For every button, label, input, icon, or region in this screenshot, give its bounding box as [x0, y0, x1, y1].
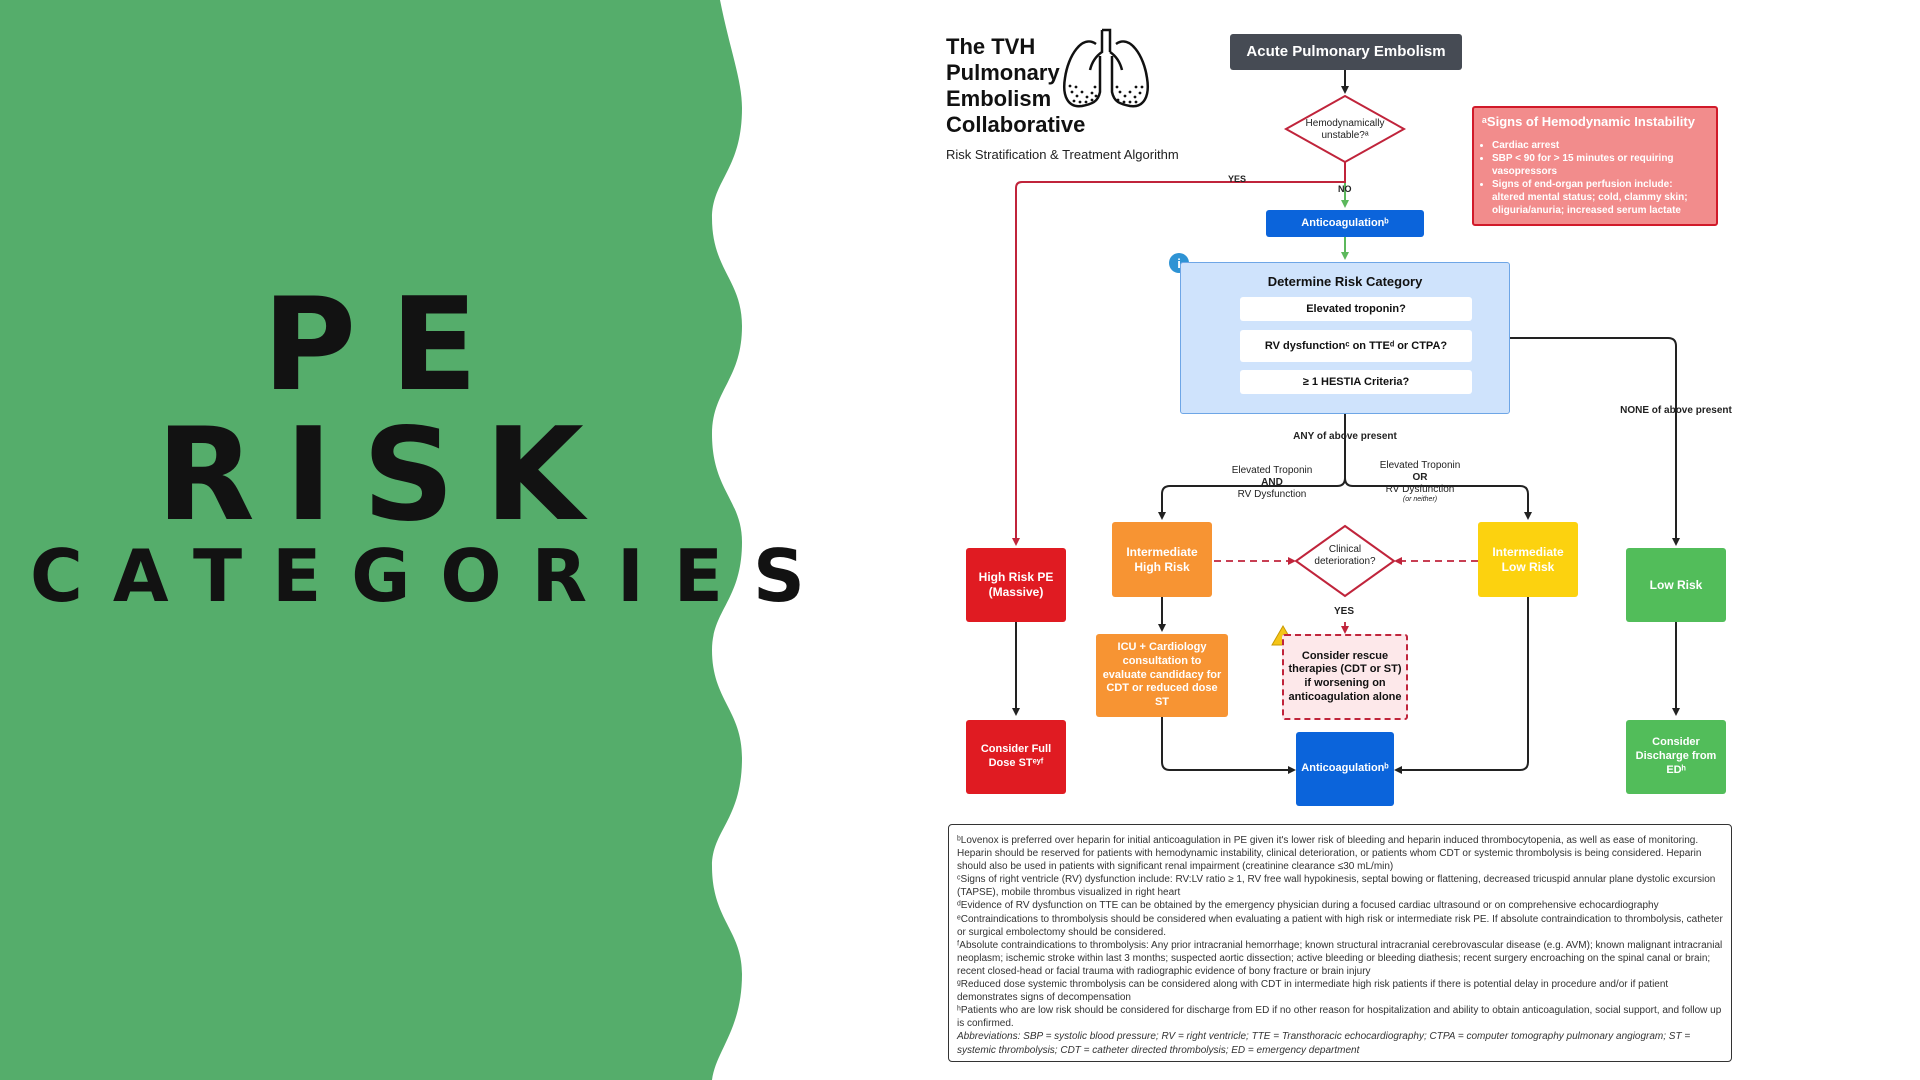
footnotes-box: ᵇLovenox is preferred over heparin for i… — [948, 824, 1732, 1062]
title-pe: PE — [262, 271, 512, 420]
and-label-line-3: RV Dysfunction — [1237, 489, 1307, 500]
title-risk: RISK — [156, 401, 614, 550]
icu-box: ICU + Cardiology consultation to evaluat… — [1096, 634, 1228, 717]
footnote-e: ᵉContraindications to thrombolysis shoul… — [957, 913, 1723, 938]
signs-item: Cardiac arrest — [1492, 139, 1708, 152]
unstable-question: Hemodynamically unstable?ᵃ — [1305, 118, 1385, 141]
or-label-line-3: RV Dysfunction — [1385, 484, 1455, 495]
footnote-g: ᵍReduced dose systemic thrombolysis can … — [957, 979, 1669, 1004]
no-label: NO — [1338, 184, 1352, 194]
anticoag-top-box: Anticoagulationᵇ — [1266, 210, 1424, 237]
signs-item: Signs of end-organ perfusion include: al… — [1492, 178, 1708, 217]
green-wave-panel — [0, 0, 742, 1080]
and-label-line-1: Elevated Troponin — [1231, 465, 1313, 476]
lungs-icon — [1063, 28, 1149, 108]
risk-item-hestia: ≥ 1 HESTIA Criteria? — [1240, 370, 1472, 394]
full-dose-box: Consider Full Dose STᵉʸᶠ — [966, 720, 1066, 794]
hemodynamic-instability-box: ᵃSigns of Hemodynamic Instability Cardia… — [1472, 106, 1718, 226]
brand-line-1: The TVH — [946, 34, 1036, 59]
brand-line-2: Pulmonary — [946, 60, 1060, 85]
discharge-box: Consider Discharge from EDʰ — [1626, 720, 1726, 794]
footnote-f: ᶠAbsolute contraindications to thromboly… — [957, 939, 1723, 977]
footnote-abbreviations: Abbreviations: SBP = systolic blood pres… — [957, 1031, 1691, 1056]
yes2-label: YES — [1334, 606, 1355, 617]
deterioration-diamond — [1294, 524, 1396, 598]
brand-subtitle: Risk Stratification & Treatment Algorith… — [946, 147, 1179, 162]
risk-category-title: Determine Risk Category — [1267, 274, 1423, 289]
title-categories: CATEGORIES — [30, 534, 835, 618]
and-label-line-2: AND — [1261, 477, 1283, 488]
or-label-line-4: (or neither) — [1402, 496, 1438, 503]
anticoag-bottom-box: Anticoagulationᵇ — [1296, 732, 1394, 806]
brand-line-3: Embolism — [946, 86, 1052, 111]
or-label-line-1: Elevated Troponin — [1379, 460, 1461, 471]
brand-line-4: Collaborative — [946, 112, 1086, 137]
footnote-h: ʰPatients who are low risk should be con… — [957, 1005, 1722, 1030]
footnote-c: ᶜSigns of right ventricle (RV) dysfuncti… — [957, 874, 1716, 899]
risk-item-rv: RV dysfunctionᶜ on TTEᵈ or CTPA? — [1240, 330, 1472, 362]
signs-title: ᵃSigns of Hemodynamic Instability — [1482, 114, 1695, 129]
low-risk-box: Low Risk — [1626, 548, 1726, 622]
yes-label: YES — [1228, 174, 1247, 184]
none-label: NONE of above present — [1620, 405, 1732, 416]
int-low-risk-box: Intermediate Low Risk — [1478, 522, 1578, 597]
or-label-line-2: OR — [1412, 472, 1428, 483]
start-box: Acute Pulmonary Embolism — [1230, 34, 1462, 70]
int-high-risk-box: Intermediate High Risk — [1112, 522, 1212, 597]
deterioration-question: Clinical deterioration? — [1314, 544, 1376, 567]
any-label: ANY of above present — [1293, 431, 1397, 442]
and-label: Elevated Troponin AND RV Dysfunction — [1220, 465, 1324, 501]
high-risk-box: High Risk PE (Massive) — [966, 548, 1066, 622]
unstable-diamond — [1283, 94, 1407, 164]
svg-text:i: i — [1177, 256, 1181, 271]
footnote-b: ᵇLovenox is preferred over heparin for i… — [957, 835, 1702, 873]
footnote-d: ᵈEvidence of RV dysfunction on TTE can b… — [957, 900, 1659, 912]
signs-list: Cardiac arrest SBP < 90 for > 15 minutes… — [1482, 139, 1708, 217]
rescue-box: Consider rescue therapies (CDT or ST) if… — [1282, 634, 1408, 720]
risk-item-troponin: Elevated troponin? — [1240, 297, 1472, 321]
signs-item: SBP < 90 for > 15 minutes or requiring v… — [1492, 152, 1708, 178]
or-label: Elevated Troponin OR RV Dysfunction (or … — [1368, 460, 1472, 504]
